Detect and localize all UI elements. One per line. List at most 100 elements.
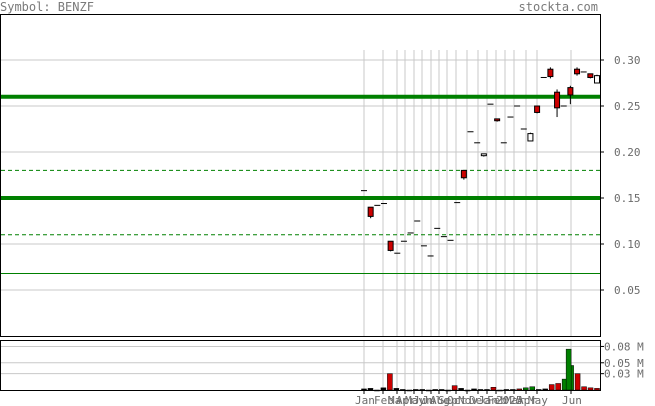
volume-bar xyxy=(523,387,529,391)
volume-bar xyxy=(400,389,406,391)
x-tick-label: Sep xyxy=(438,394,458,406)
x-tick-label: May xyxy=(405,394,425,406)
candle xyxy=(594,74,600,84)
volume-bar xyxy=(529,386,536,391)
volume-y-tick-label: 0.05 M xyxy=(604,357,644,370)
price-y-tick-label: 0.15 xyxy=(614,192,641,205)
candle xyxy=(587,73,594,79)
volume-bar xyxy=(581,386,587,391)
price-panel: 0.05 0.10 0.15 0.20 0.25 0.30 xyxy=(0,14,641,337)
candle xyxy=(480,153,487,157)
candle xyxy=(367,206,374,219)
volume-bar xyxy=(542,388,548,391)
x-tick-label: Jun xyxy=(413,394,433,406)
volume-bar xyxy=(367,388,374,391)
price-y-tick-label: 0.05 xyxy=(614,284,641,297)
x-tick-label: Jan xyxy=(478,394,498,406)
x-tick-label: Jul xyxy=(422,394,442,406)
volume-bar xyxy=(393,388,400,391)
volume-bar xyxy=(406,389,413,392)
x-tick-label: Aug xyxy=(430,394,450,406)
x-tick-label: 2025 xyxy=(496,394,523,406)
volume-bar xyxy=(464,389,471,392)
volume-bar xyxy=(587,387,594,391)
x-tick-label: Mar xyxy=(388,394,408,406)
volume-bar xyxy=(374,389,380,392)
candle xyxy=(554,89,561,118)
volume-y-axis: 0.03 M0.05 M 0.08 M xyxy=(600,340,644,381)
candle xyxy=(527,132,534,142)
volume-bars xyxy=(361,348,600,392)
x-tick-label: Apr xyxy=(396,394,416,406)
x-tick-label: Feb xyxy=(487,394,507,406)
candle xyxy=(534,105,541,114)
volume-bar xyxy=(387,373,393,391)
candle xyxy=(460,169,467,180)
volume-bar xyxy=(516,388,523,391)
x-tick-label: May xyxy=(528,394,548,406)
candle-body xyxy=(594,75,600,84)
candle-body xyxy=(367,206,374,217)
volume-bar xyxy=(451,385,458,391)
candle-body xyxy=(387,240,394,251)
candle-body xyxy=(547,68,554,78)
price-y-axis: 0.05 0.10 0.15 0.20 0.25 0.30 xyxy=(600,54,641,297)
volume-bar xyxy=(432,389,438,391)
candle-body xyxy=(494,118,501,122)
candle xyxy=(494,118,501,122)
price-panel-frame xyxy=(0,14,601,337)
volume-bar xyxy=(458,388,464,391)
volume-bar xyxy=(497,389,503,392)
volume-bar xyxy=(536,389,542,391)
candle xyxy=(547,67,554,79)
x-tick-label: Jan xyxy=(355,394,375,406)
x-tick-label: Apr xyxy=(517,394,537,406)
volume-bar xyxy=(361,388,367,391)
price-y-tick-label: 0.10 xyxy=(614,238,641,251)
price-y-tick-label: 0.20 xyxy=(614,146,641,159)
volume-bar xyxy=(471,388,477,391)
volume-bar xyxy=(477,389,484,391)
x-tick-label: Oct xyxy=(447,394,467,406)
volume-y-tick-label: 0.03 M xyxy=(604,368,644,381)
volume-bar xyxy=(503,389,510,391)
symbol-label: Symbol: BENZF xyxy=(0,0,94,14)
volume-bar xyxy=(490,387,497,391)
candle xyxy=(387,240,394,252)
volume-bar xyxy=(445,389,451,392)
volume-y-tick-label: 0.08 M xyxy=(604,340,644,353)
volume-bar xyxy=(594,388,600,391)
volume-bar xyxy=(425,389,432,392)
candle-body xyxy=(574,68,581,75)
volume-bar xyxy=(510,389,516,391)
volume-panel-frame xyxy=(0,340,601,391)
price-levels xyxy=(1,94,600,274)
volume-bar xyxy=(555,383,561,391)
volume-bar xyxy=(380,387,387,391)
volume-bar xyxy=(413,389,419,391)
candle-body xyxy=(460,169,467,179)
price-y-tick-label: 0.25 xyxy=(614,100,641,113)
candle-body xyxy=(587,73,594,78)
candle-body xyxy=(567,87,574,96)
candle-body xyxy=(480,153,487,157)
brand-label: stockta.com xyxy=(519,0,598,14)
volume-bar xyxy=(548,384,555,391)
volume-bar xyxy=(438,389,445,391)
volume-vertical-grid xyxy=(363,341,572,390)
volume-bar xyxy=(565,348,572,391)
x-tick-label: Mar xyxy=(505,394,525,406)
price-y-tick-label: 0.30 xyxy=(614,54,641,67)
volume-bar xyxy=(574,373,581,391)
volume-grid xyxy=(1,345,600,375)
price-candles xyxy=(361,67,600,257)
candle xyxy=(567,85,574,105)
candle-body xyxy=(527,133,534,142)
x-tick-label: Jun xyxy=(562,394,582,406)
candle-body xyxy=(554,91,561,109)
candle xyxy=(574,67,581,76)
volume-panel: 0.03 M0.05 M 0.08 M xyxy=(0,340,644,392)
x-tick-label: Feb xyxy=(374,394,394,406)
